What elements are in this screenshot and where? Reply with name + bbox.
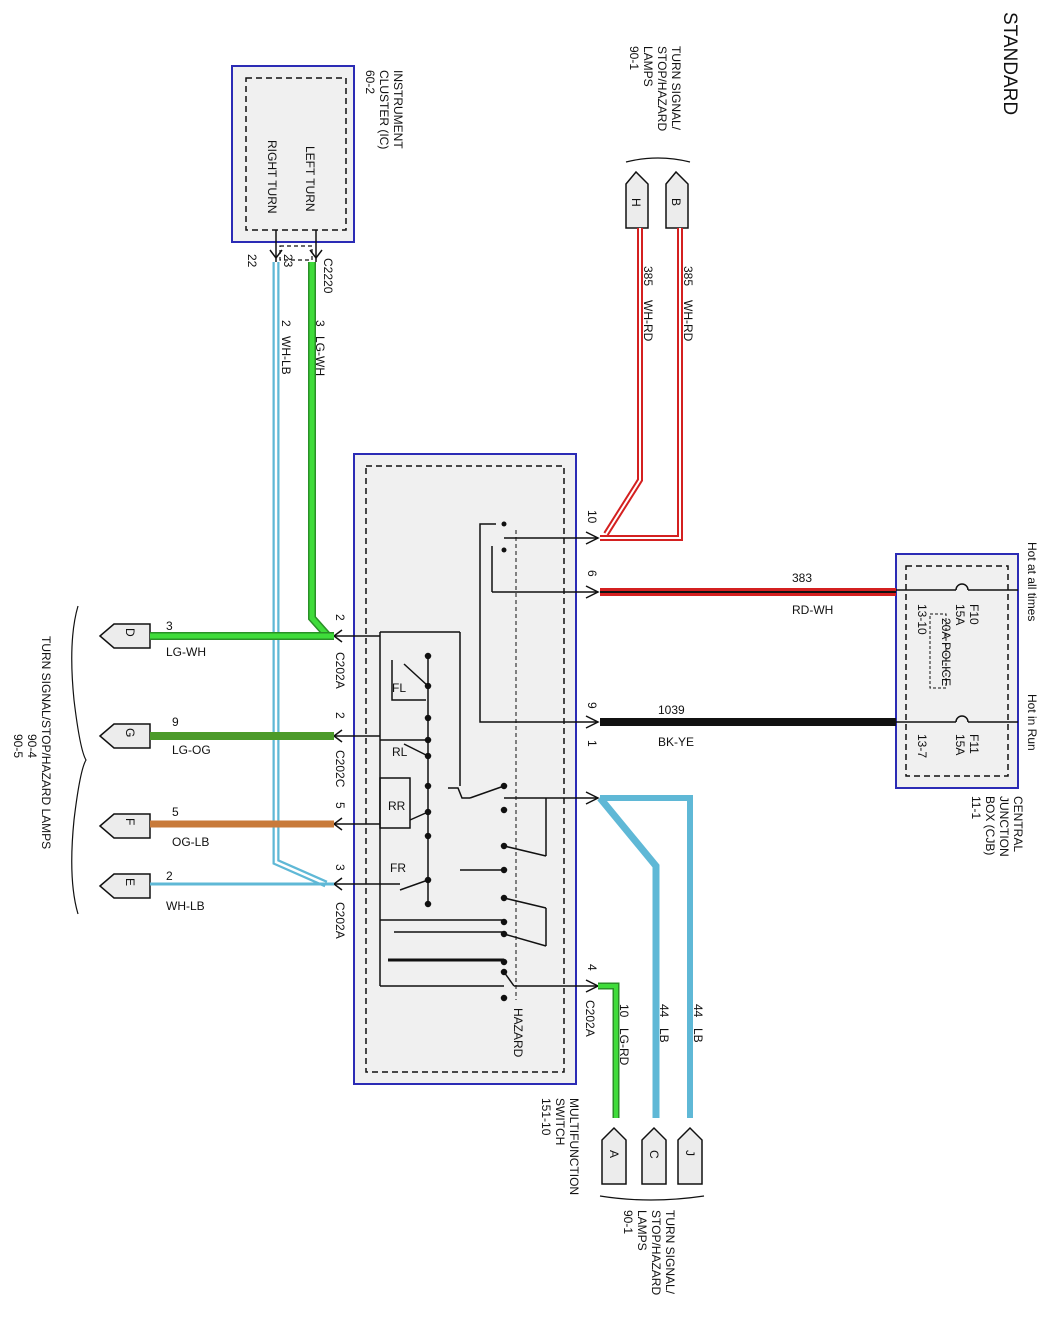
mfs-fr-label: FR (390, 861, 406, 875)
mfs-label-3: 151-10 (539, 1098, 553, 1136)
left-lamps-label-1: TURN SIGNAL/STOP/HAZARD LAMPS (39, 636, 53, 849)
rear-lamps-top: TURN SIGNAL/ STOP/HAZARD LAMPS 90-1 B H (625, 46, 691, 229)
mfs-conn-e: C202A (333, 902, 347, 939)
mfs-conn-g: C202C (333, 750, 347, 788)
cjb-f10: F10 (967, 604, 981, 625)
ic-wire-wb-color: WH-LB (279, 336, 293, 375)
cjb-label-2: JUNCTION (997, 796, 1011, 857)
bottom-wire-j-color: LB (691, 1028, 705, 1043)
wire-h-color: WH-RD (641, 300, 655, 342)
wire-b-color: WH-RD (681, 300, 695, 342)
multifunction-switch: MULTIFUNCTION SWITCH 151-10 HAZARD 10 6 … (332, 453, 600, 1195)
supply-wires: 383 RD-WH 1039 BK-YE (600, 571, 896, 749)
ic-left-turn-label: LEFT TURN (303, 146, 317, 212)
left-wire-d-color: LG-WH (166, 645, 206, 659)
diagram-title: STANDARD (999, 12, 1020, 115)
cjb-f10-ref: 13-10 (915, 604, 929, 635)
rear-lamps-label-4: 90-1 (627, 46, 641, 70)
central-junction-box: Hot at all times Hot in Run F10 15A 20A … (895, 542, 1039, 857)
left-lamps-label-3: 90-5 (11, 734, 25, 758)
mfs-pin-6: 6 (585, 570, 599, 577)
bottom-lamps-label-2: STOP/HAZARD (649, 1210, 663, 1295)
rear-lamps-label-3: LAMPS (641, 46, 655, 87)
bottom-conn-c: C (647, 1150, 661, 1159)
bottom-conn-a: A (607, 1150, 621, 1158)
mfs-hazard-label: HAZARD (511, 1008, 525, 1058)
ic-label-3: 60-2 (363, 70, 377, 94)
mfs-pin-10: 10 (585, 510, 599, 524)
left-conn-d: D (123, 628, 137, 637)
ic-pin-23: 23 (281, 254, 295, 268)
cjb-label-1: CENTRAL (1011, 796, 1025, 852)
left-wire-e-circuit: 2 (166, 869, 173, 883)
left-wire-f-color: OG-LB (172, 835, 209, 849)
left-lamps: D G F E 3 LG-WH 9 LG-OG 5 OG-LB 2 WH-LB … (11, 605, 334, 915)
mfs-pin-d: 2 (333, 614, 347, 621)
ic-label-1: INSTRUMENT (391, 70, 405, 149)
ic-wire-lg-color: LG-WH (313, 336, 327, 376)
left-conn-g: G (123, 728, 137, 737)
mfs-conn-c202a-bottom: C202A (583, 1000, 597, 1037)
bottom-lamps: 10 LG-RD 44 LB 44 LB A C J TURN SIGNAL/ … (597, 795, 705, 1295)
wh-rd-wires: 385 WH-RD 385 WH-RD (600, 228, 695, 541)
bottom-wire-j-circuit: 44 (691, 1004, 705, 1018)
mfs-pin-f: 5 (333, 802, 347, 809)
ic-right-turn-label: RIGHT TURN (265, 140, 279, 214)
left-wire-f-circuit: 5 (172, 805, 179, 819)
cjb-f11: F11 (967, 734, 981, 754)
cjb-hot-run: Hot in Run (1025, 694, 1039, 751)
bottom-lamps-label-4: 90-1 (621, 1210, 635, 1234)
bottom-lamps-label-1: TURN SIGNAL/ (663, 1210, 677, 1295)
bottom-lamps-label-3: LAMPS (635, 1210, 649, 1251)
left-wire-e-color: WH-LB (166, 899, 205, 913)
mfs-conn-d: C202A (333, 652, 347, 689)
wire-383-color: RD-WH (792, 603, 833, 617)
left-conn-e: E (123, 878, 137, 886)
instrument-cluster: LEFT TURN RIGHT TURN INSTRUMENT CLUSTER … (231, 65, 405, 294)
wire-h-circuit: 385 (641, 266, 655, 286)
mfs-pin-1: 1 (585, 740, 599, 747)
rear-lamps-label-2: STOP/HAZARD (655, 46, 669, 131)
mfs-rr-label: RR (388, 799, 406, 813)
mfs-fl-label: FL (392, 681, 406, 695)
rear-lamps-label-1: TURN SIGNAL/ (669, 46, 683, 131)
cjb-label-4: 11-1 (969, 796, 983, 819)
wire-b-circuit: 385 (681, 266, 695, 286)
ic-pin-22: 22 (245, 254, 259, 268)
ic-wire-wb-circuit: 2 (279, 320, 293, 327)
ic-wire-lg-circuit: 3 (313, 320, 327, 327)
cjb-label-3: BOX (CJB) (983, 796, 997, 855)
mfs-label-1: MULTIFUNCTION (567, 1098, 581, 1195)
mfs-pin-e: 3 (333, 864, 347, 871)
rear-conn-b: B (669, 198, 683, 206)
left-wire-d-circuit: 3 (166, 619, 173, 633)
bottom-wire-a-circuit: 10 (617, 1004, 631, 1018)
rear-conn-h: H (629, 198, 643, 207)
cjb-f10-police: 20A POLICE (939, 618, 953, 686)
left-conn-f: F (123, 818, 137, 825)
ic-label-2: CLUSTER (IC) (377, 70, 391, 149)
left-lamps-label-2: 90-4 (25, 734, 39, 758)
bottom-wire-c-color: LB (657, 1028, 671, 1043)
bottom-conn-j: J (683, 1150, 697, 1156)
cjb-f11-ref: 13-7 (915, 734, 929, 758)
wire-1039-color: BK-YE (658, 735, 694, 749)
left-wire-g-color: LG-OG (172, 743, 211, 757)
bottom-wire-c-circuit: 44 (657, 1004, 671, 1018)
mfs-pin-g: 2 (333, 712, 347, 719)
ic-wires: 3 LG-WH 2 WH-LB (272, 262, 331, 888)
ic-connector-c2220: C2220 (321, 258, 335, 294)
mfs-label-2: SWITCH (553, 1098, 567, 1145)
wire-383-circuit: 383 (792, 571, 812, 585)
mfs-rl-label: RL (392, 745, 408, 759)
cjb-hot-all: Hot at all times (1025, 542, 1039, 621)
bottom-wire-a-color: LG-RD (617, 1028, 631, 1066)
cjb-f10-rating: 15A (953, 604, 967, 625)
wire-1039-circuit: 1039 (658, 703, 685, 717)
cjb-f11-rating: 15A (953, 734, 967, 755)
mfs-pin-4: 4 (585, 964, 599, 971)
mfs-pin-9: 9 (585, 702, 599, 709)
left-wire-g-circuit: 9 (172, 715, 179, 729)
